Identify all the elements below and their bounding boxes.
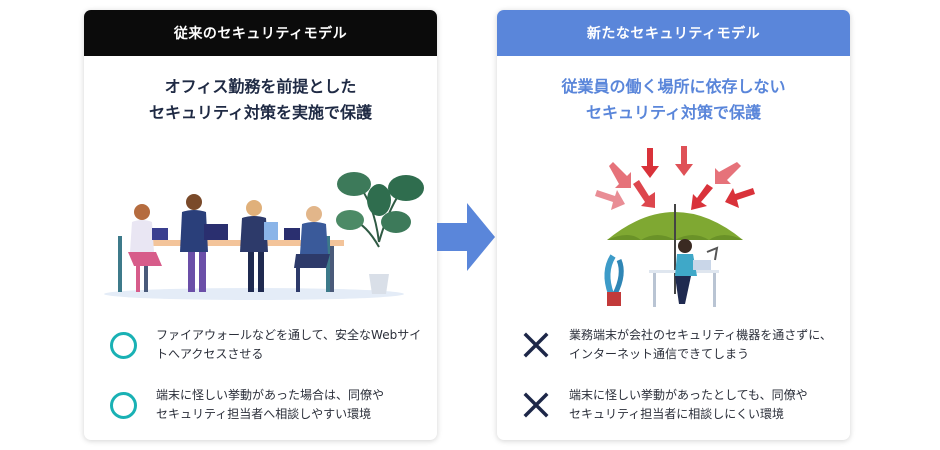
threat-arrows-icon xyxy=(595,146,755,210)
traditional-model-card: 従来のセキュリティモデル オフィス勤務を前提とした セキュリティ対策を実施で保護 xyxy=(84,10,437,440)
point-line2: インターネット通信できてしまう xyxy=(569,347,750,361)
point-line1: 端末に怪しい挙動があった場合は、同僚や xyxy=(156,388,385,402)
cross-icon xyxy=(519,388,553,422)
plant-icon xyxy=(336,172,424,294)
traditional-model-title: オフィス勤務を前提とした セキュリティ対策を実施で保護 xyxy=(84,74,437,126)
new-point-text: 業務端末が会社のセキュリティ機器を通さずに、 インターネット通信できてしまう xyxy=(569,326,832,364)
traditional-point-text: 端末に怪しい挙動があった場合は、同僚や セキュリティ担当者へ相談しやすい環境 xyxy=(156,386,384,424)
right-arrow-icon xyxy=(437,203,495,271)
traditional-point-firewall: ファイアウォールなどを通して、安全なWebサイ トへアクセスさせる xyxy=(106,326,426,364)
office-workers-illustration xyxy=(104,172,424,300)
traditional-point-text: ファイアウォールなどを通して、安全なWebサイ トへアクセスさせる xyxy=(156,326,421,364)
traditional-model-title-line1: オフィス勤務を前提とした xyxy=(164,77,357,96)
new-model-title-line1: 従業員の働く場所に依存しない xyxy=(561,77,786,96)
new-point-bypass: 業務端末が会社のセキュリティ機器を通さずに、 インターネット通信できてしまう xyxy=(519,326,839,364)
traditional-point-consult: 端末に怪しい挙動があった場合は、同僚や セキュリティ担当者へ相談しやすい環境 xyxy=(106,386,426,424)
point-line2: トへアクセスさせる xyxy=(156,347,264,361)
point-line2: セキュリティ担当者に相談しにくい環境 xyxy=(569,407,785,421)
point-line1: ファイアウォールなどを通して、安全なWebサイ xyxy=(156,328,422,342)
circle-icon xyxy=(106,388,140,422)
point-line2: セキュリティ担当者へ相談しやすい環境 xyxy=(156,407,372,421)
new-model-title: 従業員の働く場所に依存しない セキュリティ対策で保護 xyxy=(497,74,850,126)
traditional-model-title-line2: セキュリティ対策を実施で保護 xyxy=(148,103,373,122)
cross-icon xyxy=(519,328,553,362)
new-model-header: 新たなセキュリティモデル xyxy=(497,10,850,56)
new-point-text: 端末に怪しい挙動があったとしても、同僚や セキュリティ担当者に相談しにくい環境 xyxy=(569,386,808,424)
point-line1: 端末に怪しい挙動があったとしても、同僚や xyxy=(569,388,808,402)
circle-icon xyxy=(106,328,140,362)
new-model-card: 新たなセキュリティモデル 従業員の働く場所に依存しない セキュリティ対策で保護 xyxy=(497,10,850,440)
umbrella-protection-illustration xyxy=(595,146,755,307)
traditional-model-header-label: 従来のセキュリティモデル xyxy=(173,26,348,42)
new-model-header-label: 新たなセキュリティモデル xyxy=(586,26,761,42)
traditional-model-header: 従来のセキュリティモデル xyxy=(84,10,437,56)
point-line1: 業務端末が会社のセキュリティ機器を通さずに、 xyxy=(569,328,832,342)
new-point-consult: 端末に怪しい挙動があったとしても、同僚や セキュリティ担当者に相談しにくい環境 xyxy=(519,386,839,424)
plant-icon xyxy=(604,254,624,306)
new-model-title-line2: セキュリティ対策で保護 xyxy=(585,103,762,122)
